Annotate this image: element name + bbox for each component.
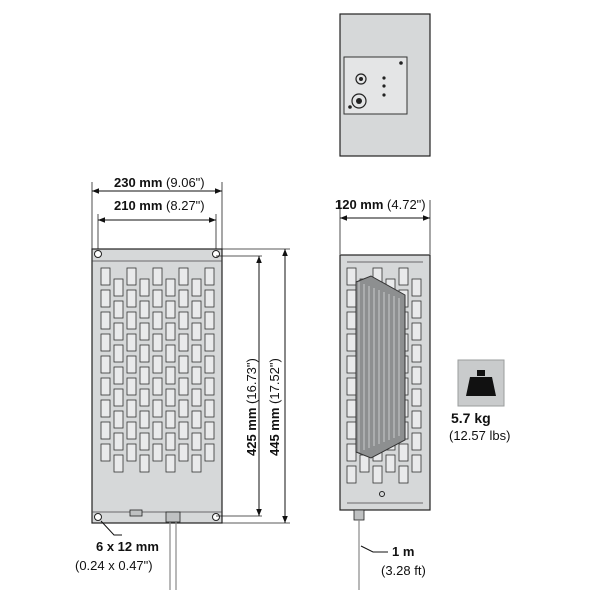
front-view bbox=[91, 182, 290, 590]
resistor-element bbox=[355, 275, 406, 459]
terminal-small-icon bbox=[355, 73, 367, 85]
mounting-hole-label: 6 x 12 mm bbox=[96, 539, 159, 554]
mounting-hole-imperial: (0.24 x 0.47") bbox=[75, 558, 153, 573]
height-outer-label: 445 mm (17.52") bbox=[267, 358, 282, 456]
height-inner-label: 425 mm (16.73") bbox=[244, 358, 259, 456]
ventilation-grid bbox=[100, 267, 215, 473]
mount-hole-bottom-right bbox=[212, 513, 220, 521]
mount-hole-top-right bbox=[212, 250, 220, 258]
depth-label: 120 mm (4.72") bbox=[335, 197, 426, 212]
weight-imperial: (12.57 lbs) bbox=[449, 428, 511, 443]
side-view bbox=[339, 200, 431, 590]
mount-hole-bottom-left bbox=[94, 513, 102, 521]
mount-hole-top-left bbox=[94, 250, 102, 258]
cable-length-label: 1 m bbox=[392, 544, 415, 559]
cable-length-imperial: (3.28 ft) bbox=[381, 563, 426, 578]
width-inner-label: 210 mm (8.27") bbox=[114, 198, 205, 213]
top-view bbox=[339, 13, 431, 157]
weight-value: 5.7 kg bbox=[451, 410, 491, 426]
weight-icon bbox=[457, 359, 505, 407]
terminal-large-icon bbox=[351, 93, 367, 109]
width-outer-label: 230 mm (9.06") bbox=[114, 175, 205, 190]
